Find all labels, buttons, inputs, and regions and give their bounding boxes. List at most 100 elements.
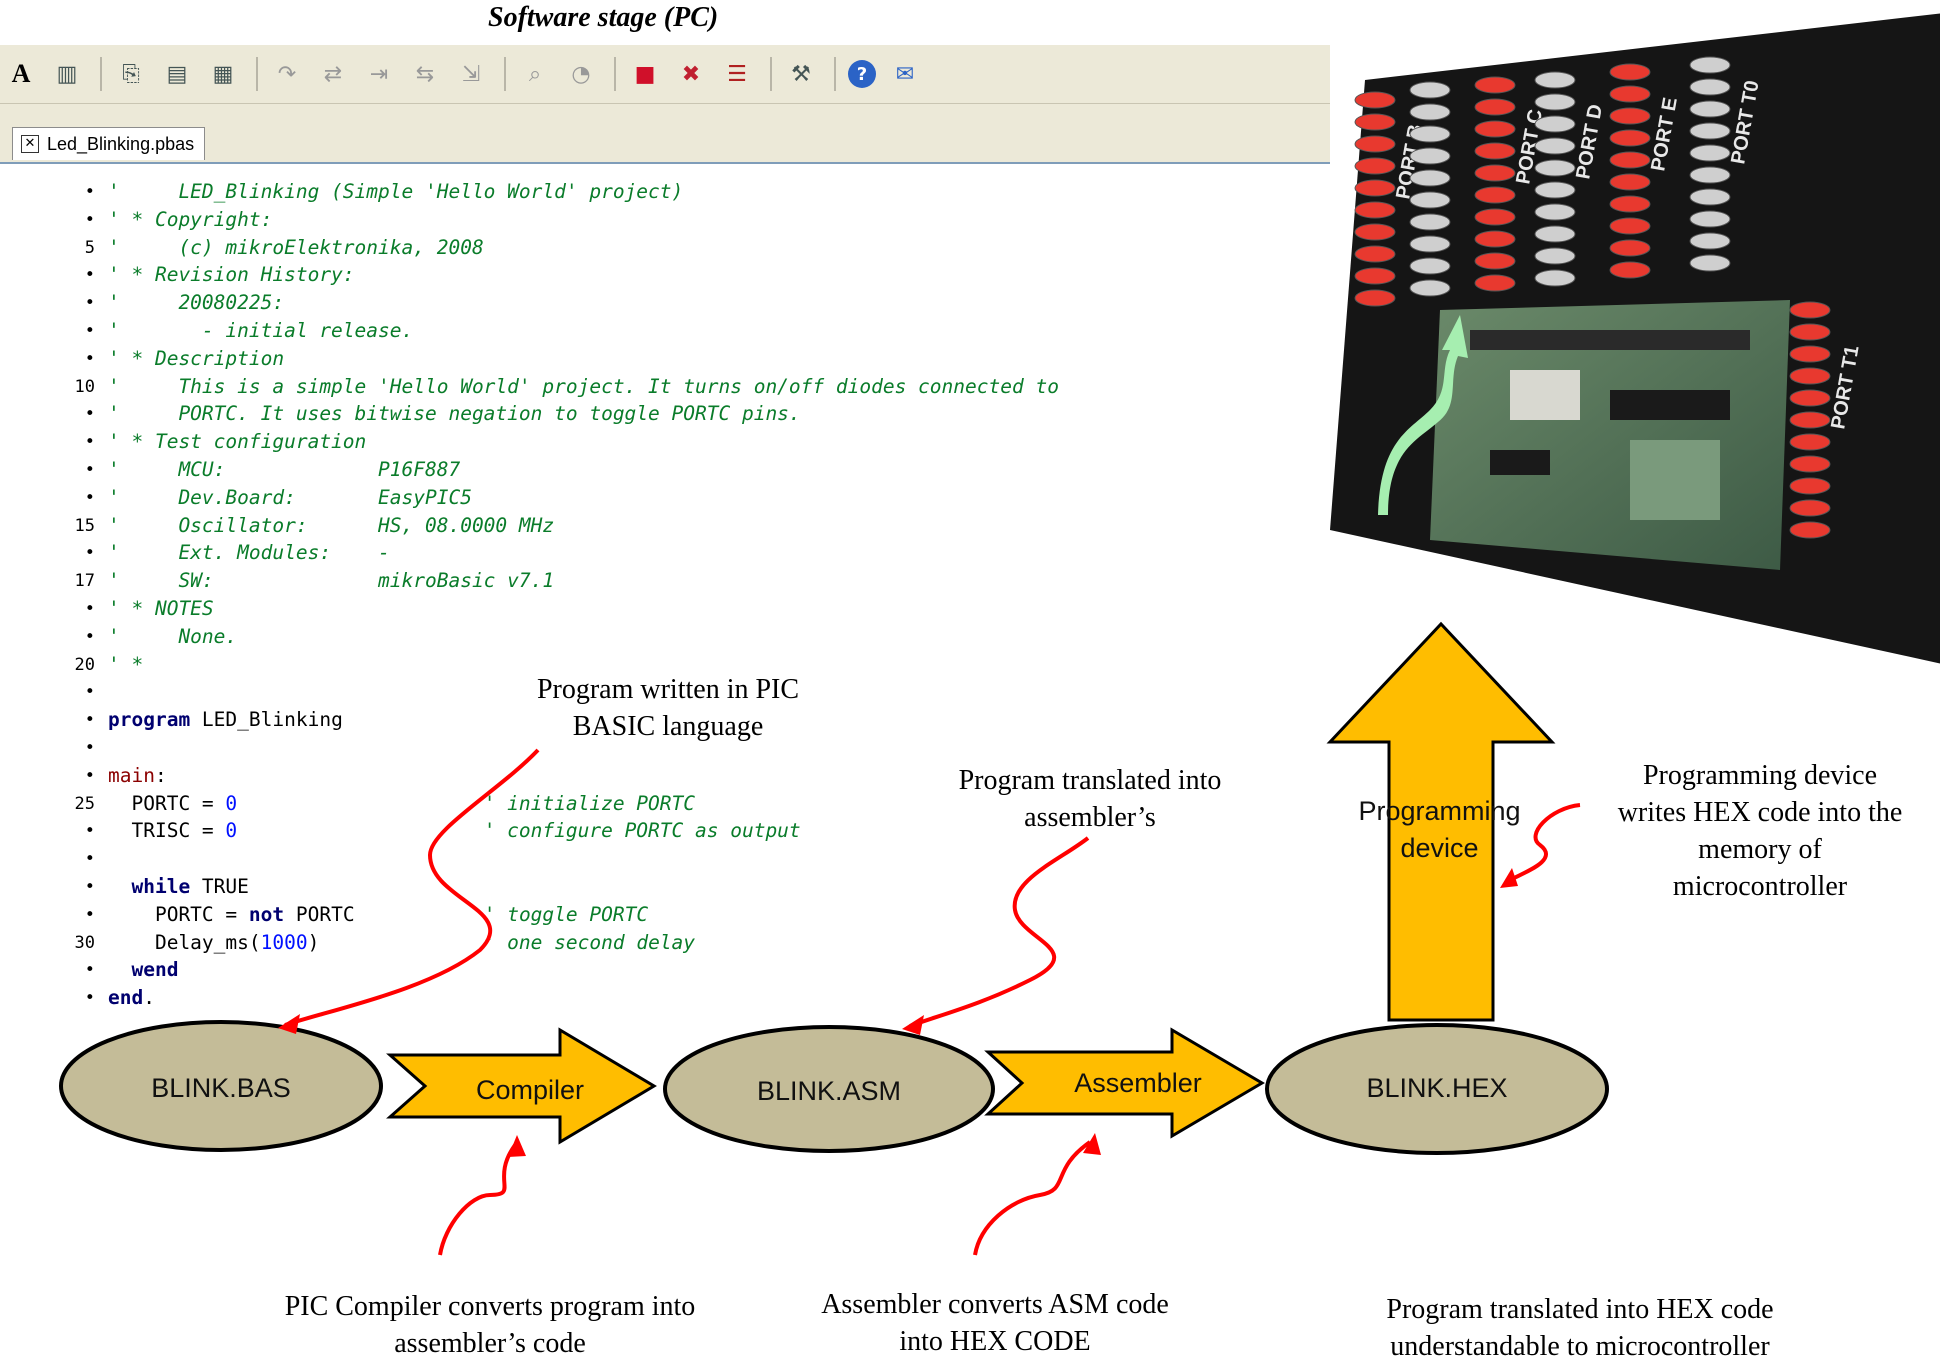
code-token: PORTC = <box>108 902 249 926</box>
code-text: ' This is a simple 'Hello World' project… <box>108 373 1059 401</box>
build-icon[interactable]: ⎘ <box>122 61 140 87</box>
step-over-icon[interactable]: ⇄ <box>323 61 343 87</box>
led-indicator <box>1789 389 1831 407</box>
line-number: • <box>84 209 95 230</box>
watch-icon[interactable]: ⌕ <box>528 61 542 87</box>
led-indicator <box>1789 455 1831 473</box>
run-to-cursor-icon[interactable]: ⇆ <box>415 61 435 87</box>
code-line[interactable]: • ' * Description <box>0 345 1330 373</box>
build-project-icon[interactable]: ▦ <box>212 61 234 87</box>
mail-icon[interactable]: ✉ <box>895 61 915 87</box>
led-indicator <box>1689 56 1731 74</box>
tools-icon[interactable]: ⚒ <box>791 61 811 87</box>
code-line[interactable]: 30 Delay_ms(1000) ' one second delay <box>0 929 1330 957</box>
led-indicator <box>1409 279 1451 297</box>
line-number: • <box>84 821 95 842</box>
code-comment: ' Dev.Board: EasyPIC5 <box>108 485 472 509</box>
code-text: ' * Description <box>108 345 284 373</box>
code-number: 0 <box>225 791 484 815</box>
code-text: ' Oscillator: HS, 08.0000 MHz <box>108 512 554 540</box>
close-icon[interactable]: ✕ <box>21 135 39 153</box>
chart-icon[interactable]: ▥ <box>56 61 78 87</box>
led-indicator <box>1534 203 1576 221</box>
code-line[interactable]: • TRISC = 0 ' configure PORTC as output <box>0 817 1330 845</box>
led-indicator <box>1474 142 1516 160</box>
code-line[interactable]: •' None. <box>0 623 1330 651</box>
led-indicator <box>1789 367 1831 385</box>
code-line[interactable]: •main: <box>0 762 1330 790</box>
led-indicator <box>1354 135 1396 153</box>
code-comment: ' Ext. Modules: - <box>108 541 390 565</box>
code-token: Delay_ms( <box>108 930 261 954</box>
led-indicator <box>1409 235 1451 253</box>
code-text: while TRUE <box>108 873 249 901</box>
code-line[interactable]: •' MCU: P16F887 <box>0 456 1330 484</box>
code-line[interactable]: 17' SW: mikroBasic v7.1 <box>0 567 1330 595</box>
code-comment: ' 20080225: <box>108 291 285 315</box>
code-token: TRISC = <box>108 819 226 843</box>
code-text: PORTC = 0 ' initialize PORTC <box>108 790 695 818</box>
code-line[interactable]: • PORTC = not PORTC ' toggle PORTC <box>0 901 1330 929</box>
code-line[interactable]: •' PORTC. It uses bitwise negation to to… <box>0 400 1330 428</box>
ide-window <box>0 45 1330 1021</box>
code-comment: ' * <box>108 652 144 676</box>
code-line[interactable]: • <box>0 734 1330 762</box>
list-icon[interactable]: ☰ <box>727 61 747 87</box>
breakpoint-icon[interactable]: ■ <box>634 61 656 87</box>
code-line[interactable]: 5' (c) mikroElektronika, 2008 <box>0 234 1330 262</box>
led-indicator <box>1409 191 1451 209</box>
line-number: • <box>84 599 95 619</box>
led-indicator <box>1474 120 1516 138</box>
help-icon[interactable]: ? <box>848 60 876 88</box>
code-comment: ' SW: mikroBasic v7.1 <box>108 569 555 593</box>
led-indicator <box>1474 274 1516 292</box>
code-line[interactable]: •' * NOTES <box>0 595 1330 623</box>
led-indicator <box>1689 122 1731 140</box>
code-line[interactable]: • <box>0 678 1330 706</box>
code-line[interactable]: •' * Test configuration <box>0 428 1330 456</box>
code-line[interactable]: • <box>0 845 1330 873</box>
step-into-icon[interactable]: ↷ <box>277 61 297 87</box>
code-line[interactable]: • wend <box>0 956 1330 984</box>
code-line[interactable]: 15' Oscillator: HS, 08.0000 MHz <box>0 512 1330 540</box>
code-comment: ' None. <box>108 624 238 648</box>
code-line[interactable]: •' * Revision History: <box>0 261 1330 289</box>
code-line[interactable]: •' * Copyright: <box>0 206 1330 234</box>
code-line[interactable]: •' Ext. Modules: - <box>0 539 1330 567</box>
code-line[interactable]: 25 PORTC = 0 ' initialize PORTC <box>0 790 1330 818</box>
clear-breakpoints-icon[interactable]: ✖ <box>681 61 701 87</box>
code-line[interactable]: 20' * <box>0 651 1330 679</box>
line-number: 5 <box>84 237 95 258</box>
code-token: ) <box>307 930 484 954</box>
code-line[interactable]: •' - initial release. <box>0 317 1330 345</box>
code-line[interactable]: •' LED_Blinking (Simple 'Hello World' pr… <box>0 178 1330 206</box>
tab-led-blinking[interactable]: ✕ Led_Blinking.pbas <box>12 127 206 160</box>
code-line[interactable]: 10' This is a simple 'Hello World' proje… <box>0 373 1330 401</box>
code-line[interactable]: •end. <box>0 984 1330 1012</box>
code-comment: ' LED_Blinking (Simple 'Hello World' pro… <box>108 180 684 203</box>
line-number: • <box>84 460 95 480</box>
led-indicator <box>1789 499 1831 517</box>
step-out-icon[interactable]: ⇥ <box>369 61 389 87</box>
line-number: • <box>84 348 95 369</box>
build-all-icon[interactable]: ▤ <box>166 61 188 87</box>
timer-icon[interactable]: ◔ <box>571 61 591 87</box>
code-line[interactable]: •' Dev.Board: EasyPIC5 <box>0 484 1330 512</box>
code-token: TRUE <box>190 875 249 898</box>
code-token: PORTC <box>284 902 484 926</box>
code-text: ' * <box>108 651 143 679</box>
code-line[interactable]: • while TRUE <box>0 873 1330 901</box>
led-indicator <box>1354 245 1396 263</box>
font-icon[interactable]: A <box>11 59 31 88</box>
led-indicator <box>1409 213 1451 231</box>
toolbar-divider <box>504 57 506 91</box>
jump-icon[interactable]: ⇲ <box>461 61 481 87</box>
code-line[interactable]: •program LED_Blinking <box>0 706 1330 734</box>
led-indicator <box>1609 63 1651 81</box>
code-text: end. <box>108 984 155 1012</box>
code-editor[interactable]: • ' LED_Blinking (Simple 'Hello World' pr… <box>0 178 1330 1018</box>
code-line[interactable]: •' 20080225: <box>0 289 1330 317</box>
